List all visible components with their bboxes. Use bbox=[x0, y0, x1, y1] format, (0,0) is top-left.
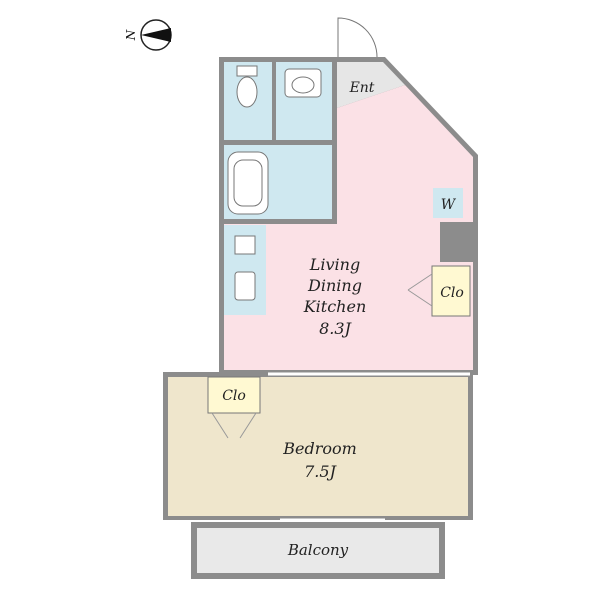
bathtub-inner-icon bbox=[233, 159, 263, 207]
compass: N bbox=[124, 19, 172, 51]
toilet-icon bbox=[236, 76, 258, 108]
balcony-floor bbox=[197, 528, 439, 573]
ldk-floor bbox=[224, 85, 473, 370]
sink-basin-icon bbox=[291, 76, 315, 94]
closet-bedroom-label: Clo bbox=[222, 388, 246, 404]
closet-ldk-label: Clo bbox=[440, 285, 464, 301]
washer-label: W bbox=[441, 197, 457, 213]
entrance-label: Ent bbox=[349, 80, 375, 96]
entrance-floor bbox=[337, 62, 405, 108]
wet-areas bbox=[224, 62, 332, 219]
closet-ldk bbox=[431, 265, 471, 317]
ldk-label-line2: Dining bbox=[307, 276, 362, 295]
toilet-tank-icon bbox=[236, 65, 258, 77]
bedroom-size: 7.5J bbox=[304, 462, 337, 481]
balcony-label: Balcony bbox=[287, 541, 349, 559]
bedroom-room: Clo Bedroom 7.5J bbox=[168, 372, 470, 522]
ldk-label-line1: Living bbox=[309, 255, 360, 274]
bedroom-label: Bedroom bbox=[282, 439, 357, 458]
kitchen-sink-icon bbox=[234, 271, 256, 301]
stove-icon bbox=[234, 235, 256, 255]
washer-space bbox=[433, 188, 463, 218]
closet-bedroom bbox=[207, 376, 261, 414]
closet-ldk-door-icon[interactable] bbox=[407, 273, 433, 307]
pillar bbox=[440, 222, 473, 262]
closet-bedroom-door-icon[interactable] bbox=[211, 412, 257, 439]
entrance-door-icon[interactable] bbox=[337, 17, 378, 58]
ldk-label-line3: Kitchen bbox=[303, 297, 367, 316]
ldk-size: 8.3J bbox=[319, 319, 352, 338]
compass-north-label: N bbox=[124, 29, 138, 41]
ldk-room: W Clo Living Dining Kitchen 8.3J bbox=[224, 85, 473, 370]
compass-needle-icon bbox=[141, 28, 171, 42]
